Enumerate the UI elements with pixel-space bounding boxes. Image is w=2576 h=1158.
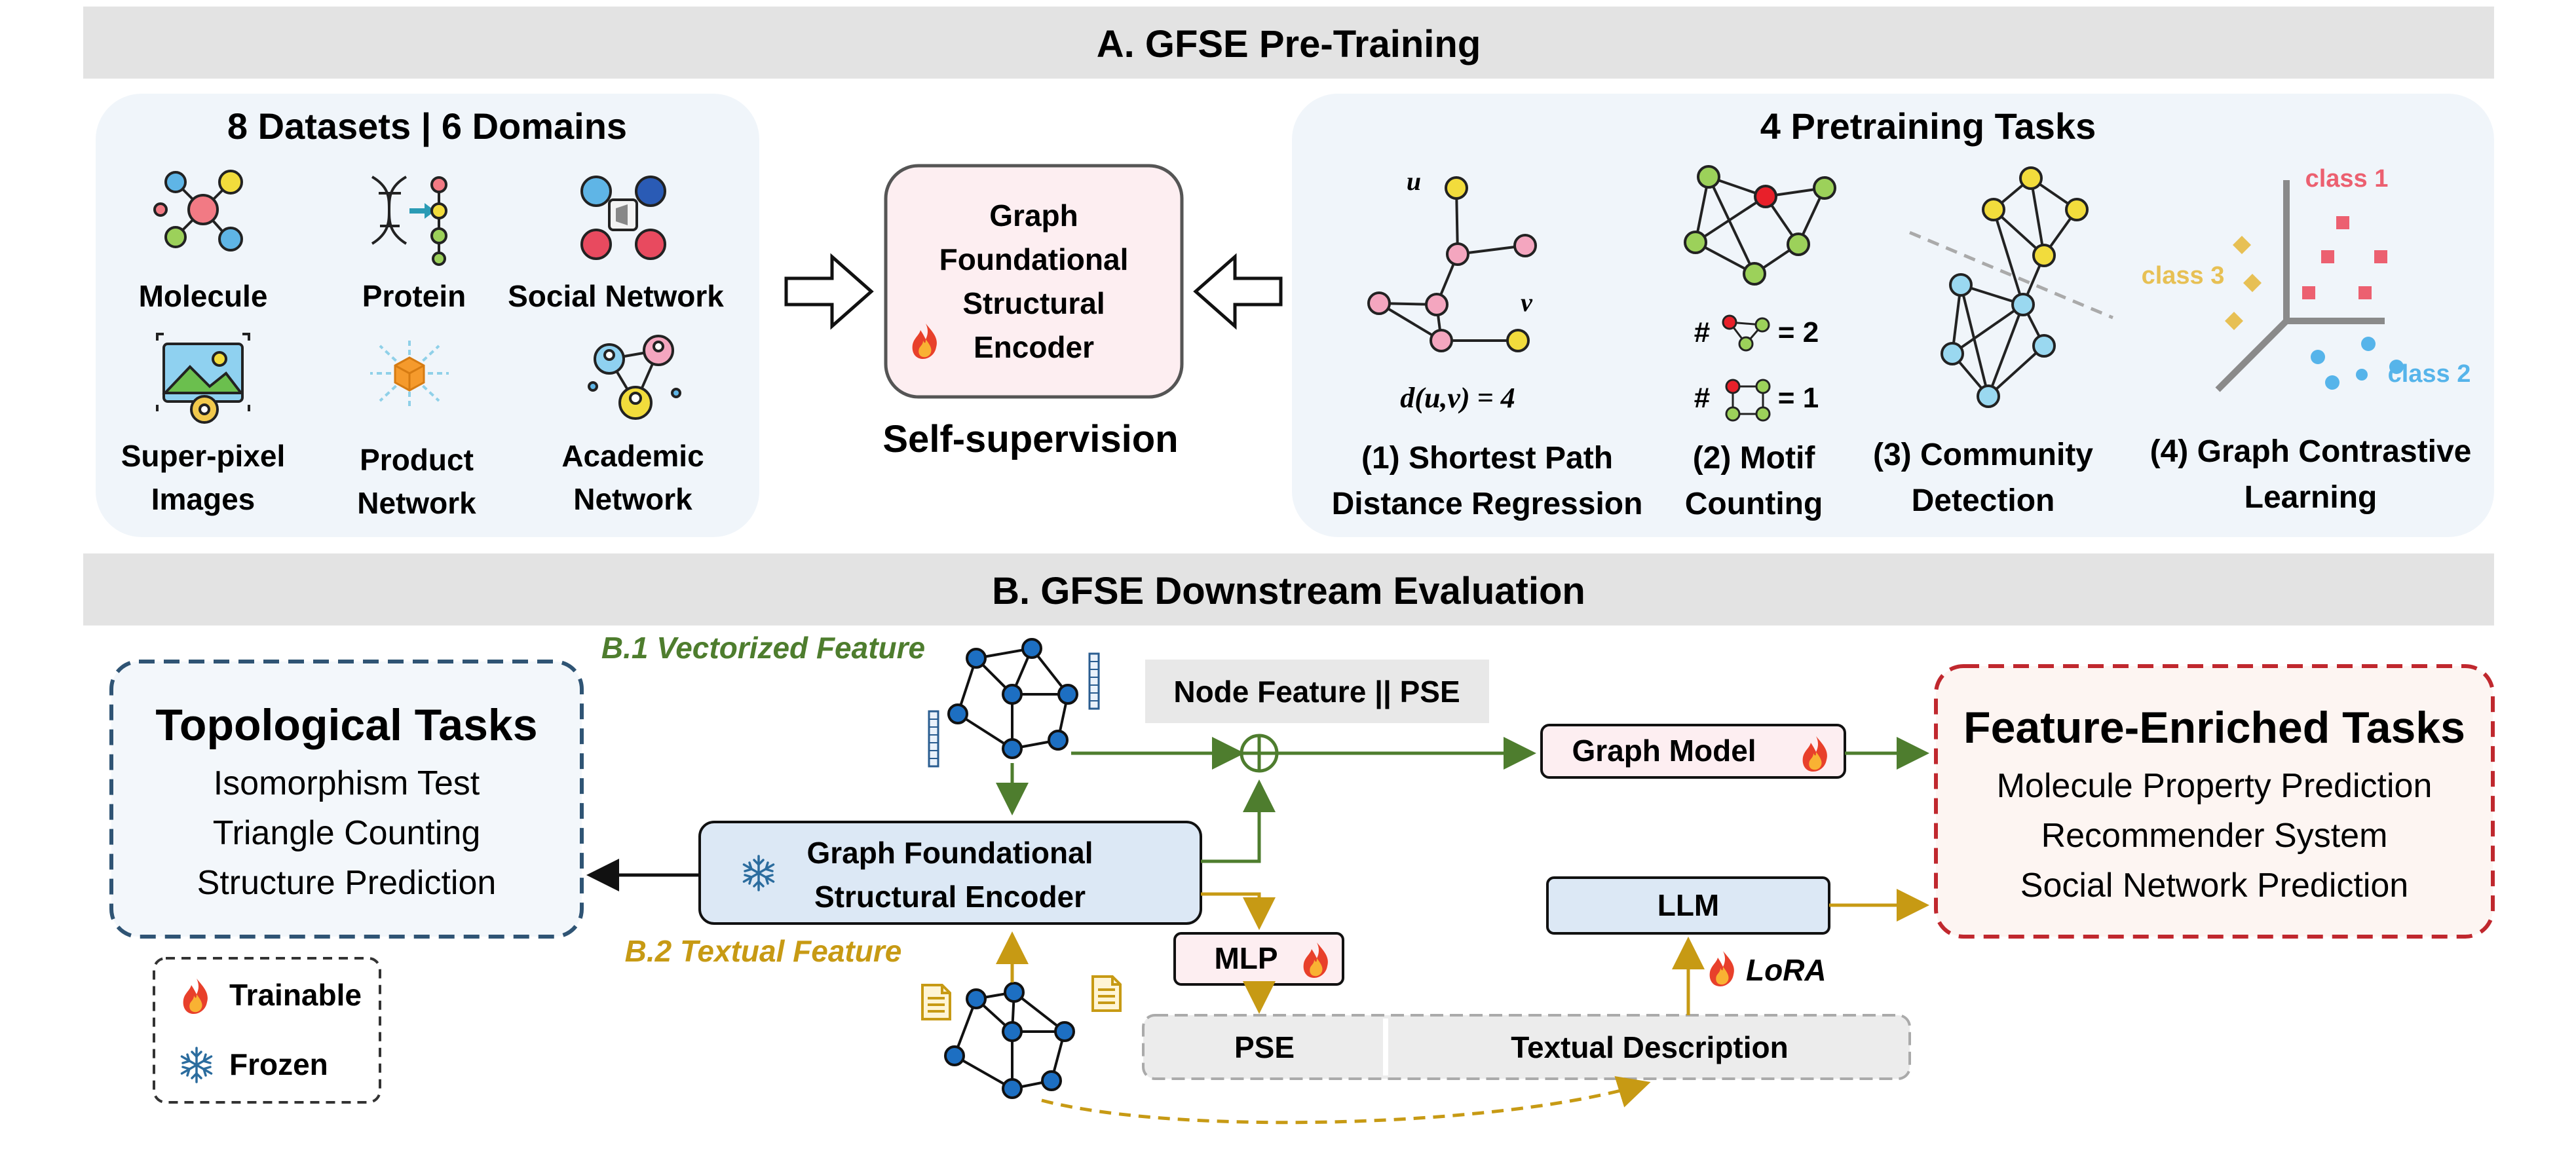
task2-label-1: (2) Motif [1693,441,1816,476]
motif-graph [1684,165,1836,286]
input-graph-textual [944,982,1075,1099]
topological-item-3: Structure Prediction [197,864,497,902]
dna-icon [371,176,447,266]
dataset-label-social: Social Network [508,279,724,313]
arrow-graph-to-textual-description [1041,1075,1651,1125]
document-icon [1091,975,1122,1012]
graph-model-box [1540,724,1846,779]
molecule-icon [153,170,243,252]
task4-label-2: Learning [2245,480,2377,515]
square-motif-icon [1725,379,1771,422]
document-icon [921,984,951,1020]
task3-label-1: (3) Community [1873,438,2093,472]
encoder-top-line4: Encoder [974,330,1094,364]
motif-count-1: = 2 [1778,316,1819,348]
topological-tasks-box [109,660,584,939]
datasets-title: 8 Datasets | 6 Domains [227,105,627,147]
encoder-box-bottom [698,821,1202,925]
section-a-title: A. GFSE Pre-Training [1097,23,1481,65]
node-feature-pse-box [1145,660,1489,723]
spd-node-u: u [1407,166,1421,196]
section-b-band [83,553,2494,626]
topological-title: Topological Tasks [155,700,537,750]
topological-item-1: Isomorphism Test [214,764,480,802]
input-graph-vectorized [947,638,1078,759]
textual-feature-label: B.2 Textual Feature [625,934,902,968]
concat-plus-icon [1240,734,1279,773]
textual-description-label: Textual Description [1511,1030,1788,1064]
flame-icon [1709,951,1734,986]
arrow-right-hollow [784,253,874,330]
pse-label: PSE [1234,1030,1295,1064]
dataset-label-academic-2: Network [573,482,692,516]
triangle-motif-icon [1722,314,1770,352]
network-people-icon [588,335,681,420]
contrastive-scatter [2215,180,2404,392]
motif-count-2: = 1 [1778,382,1819,414]
encoder-bottom-line1: Graph Foundational [807,836,1093,870]
image-icon [156,333,250,424]
arrow-left-hollow [1193,253,1283,330]
dataset-label-protein: Protein [362,279,466,313]
community-graph [1909,166,2113,408]
graph-model-label: Graph Model [1572,734,1756,768]
spd-formula: d(u,v) = 4 [1400,382,1515,414]
legend-frozen: Frozen [229,1047,328,1081]
task2-label-2: Counting [1685,487,1823,521]
task1-label-2: Distance Regression [1332,487,1643,521]
lora-label: LoRA [1746,953,1827,987]
pse-textual-box [1142,1014,1911,1080]
node-feature-pse-label: Node Feature || PSE [1173,675,1460,709]
dataset-label-molecule: Molecule [139,279,268,313]
dataset-label-superpixel-2: Images [151,482,256,516]
vector-icon [1088,652,1100,710]
feature-enriched-item-3: Social Network Prediction [2020,867,2408,905]
arrow-encoder-to-mlp [1201,892,1276,930]
encoder-box-top [884,164,1184,399]
motif-hash-2: # [1694,382,1710,414]
feature-enriched-item-2: Recommender System [2041,817,2388,855]
legend-trainable: Trainable [229,978,362,1012]
class2-label: class 2 [2388,360,2471,388]
task4-label-1: (4) Graph Contrastive [2150,434,2472,469]
vector-icon [928,710,939,768]
dataset-label-product-2: Network [357,486,476,520]
feature-enriched-item-1: Molecule Property Prediction [1997,767,2433,805]
section-a-band [83,7,2494,79]
motif-hash-1: # [1694,316,1710,348]
class3-label: class 3 [2142,262,2225,290]
spd-node-v: v [1521,288,1533,317]
mlp-label: MLP [1214,941,1278,975]
dataset-label-superpixel-1: Super-pixel [121,439,286,473]
topological-item-2: Triangle Counting [213,814,481,852]
task1-label-1: (1) Shortest Path [1361,441,1613,476]
class1-label: class 1 [2305,165,2389,193]
tasks-panel [1292,94,2494,537]
shortest-path-graph [1367,176,1537,352]
box-icon [370,339,449,407]
dataset-label-product-1: Product [360,443,474,477]
encoder-top-line1: Graph [989,198,1078,233]
feature-enriched-tasks-box [1934,664,2495,939]
task3-label-2: Detection [1912,483,2055,518]
self-supervision-label: Self-supervision [882,418,1178,460]
feature-enriched-title: Feature-Enriched Tasks [1963,703,2465,753]
social-media-icon [580,176,666,260]
arrow-encoder-to-concat [1201,779,1276,863]
vectorized-feature-label: B.1 Vectorized Feature [601,631,925,665]
llm-label: LLM [1657,888,1720,922]
encoder-top-line2: Foundational [939,242,1129,276]
dataset-label-academic-1: Academic [561,439,704,473]
section-b-title: B. GFSE Downstream Evaluation [992,570,1585,612]
encoder-bottom-line2: Structural Encoder [814,880,1086,914]
tasks-title: 4 Pretraining Tasks [1760,105,2096,147]
encoder-top-line3: Structural [962,286,1105,320]
